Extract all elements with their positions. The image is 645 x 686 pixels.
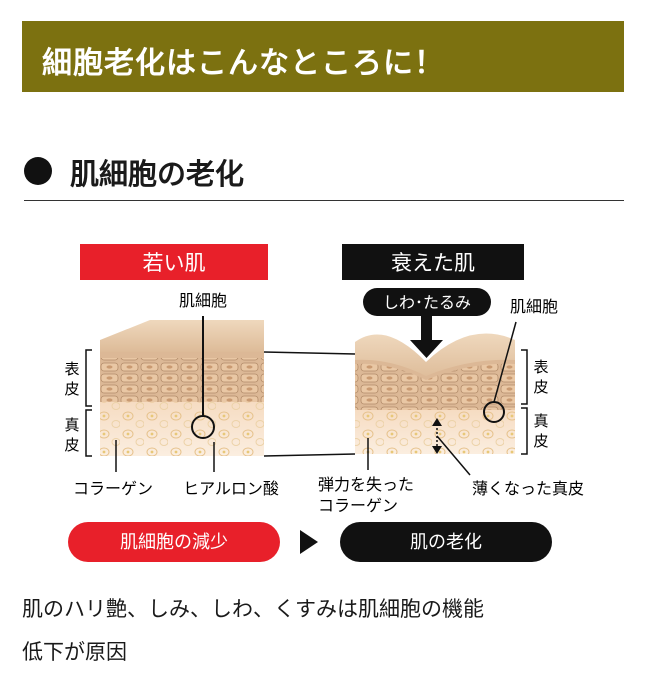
lost-elasticity-label-2: コラーゲン — [318, 496, 398, 515]
bullet-icon — [24, 157, 52, 185]
skin-cell-label-left: 肌細胞 — [179, 291, 227, 310]
divider — [24, 200, 624, 201]
thin-dermis-label: 薄くなった真皮 — [472, 479, 584, 498]
collagen-label: コラーゲン — [73, 479, 153, 498]
aged-skin-label: 衰えた肌 — [391, 251, 475, 275]
epidermis-label-left-2: 皮 — [64, 380, 79, 398]
down-arrow-icon — [410, 340, 443, 358]
skin-aging-label: 肌の老化 — [410, 532, 482, 553]
wrinkle-badge — [363, 288, 491, 316]
dermis-label-right-2: 皮 — [533, 432, 548, 450]
skin-aging-diagram: 若い肌 衰えた肌 しわ･たるみ 肌細胞 表 皮 真 皮 肌細胞 表 皮 真 皮 — [64, 244, 584, 562]
header-banner: 細胞老化はこんなところに！ — [22, 21, 624, 92]
young-skin-label-box — [80, 244, 268, 280]
cell-decrease-label: 肌細胞の減少 — [120, 532, 228, 553]
caption-line-1: 肌のハリ艶、しみ、しわ、くすみは肌細胞の機能 — [22, 597, 484, 621]
lost-elasticity-label-1: 弾力を失った — [318, 475, 414, 494]
play-arrow-icon — [300, 530, 318, 554]
young-skin-label: 若い肌 — [143, 251, 206, 275]
banner-title: 細胞老化はこんなところに！ — [42, 46, 445, 81]
section-title: 肌細胞の老化 — [70, 157, 245, 191]
down-arrow-shaft — [421, 316, 432, 342]
epidermis-label-right-2: 皮 — [533, 378, 548, 396]
wrinkle-label: しわ･たるみ — [383, 293, 471, 312]
aged-skin-label-box — [342, 244, 524, 280]
hyaluronic-acid-label: ヒアルロン酸 — [183, 479, 279, 498]
dermis-label-left-2: 皮 — [64, 436, 79, 454]
cell-decrease-pill — [68, 522, 280, 562]
young-skin-block — [100, 320, 264, 456]
caption-line-2: 低下が原因 — [22, 640, 127, 664]
skin-aging-pill — [340, 522, 552, 562]
dermis-label-left-1: 真 — [64, 416, 79, 434]
aged-skin-block — [355, 333, 515, 454]
dermis-label-right-1: 真 — [533, 412, 548, 430]
skin-cell-label-right: 肌細胞 — [510, 297, 558, 316]
epidermis-label-right-1: 表 — [533, 358, 548, 376]
epidermis-label-left-1: 表 — [64, 360, 79, 378]
